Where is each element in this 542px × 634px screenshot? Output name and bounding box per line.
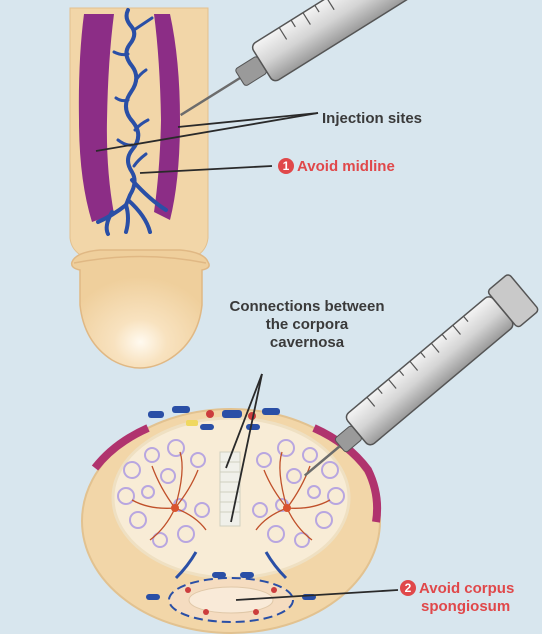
connections-label-line-2: the corpora — [196, 316, 418, 334]
warning-number-2: 2 — [400, 580, 416, 596]
injection-sites-label: Injection sites — [322, 110, 422, 128]
connections-label-line-1: Connections between — [196, 298, 418, 316]
avoid-midline-text: Avoid midline — [297, 158, 395, 175]
avoid-corpus-line-2: spongiosum — [400, 598, 542, 616]
connections-label-line-3: cavernosa — [196, 334, 418, 352]
connections-label: Connections between the corpora cavernos… — [196, 298, 418, 352]
warning-number-1: 1 — [278, 158, 294, 174]
glans-illustration — [72, 250, 209, 368]
avoid-corpus-text: Avoid corpus — [419, 580, 514, 597]
